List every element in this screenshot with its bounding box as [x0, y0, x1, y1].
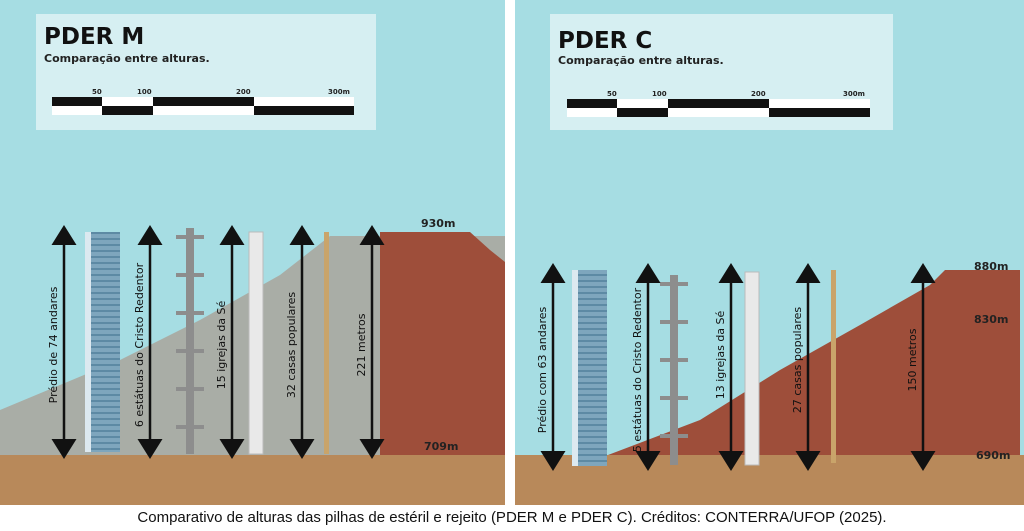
height-arrows: [51, 225, 385, 459]
altitude-base: 690m: [976, 449, 1010, 462]
svg-text:50: 50: [92, 88, 102, 96]
measure-churches: 13 igrejas da Sé: [714, 310, 727, 399]
red-pile: [380, 232, 505, 455]
figure-caption: Comparativo de alturas das pilhas de est…: [137, 509, 887, 526]
panel-subtitle: Comparação entre alturas.: [558, 54, 724, 67]
measure-houses: 32 casas populares: [285, 292, 298, 398]
altitude-top: 930m: [421, 217, 455, 230]
panel-title: PDER C: [558, 28, 652, 54]
svg-text:300m: 300m: [843, 90, 865, 98]
altitude-base: 709m: [424, 440, 458, 453]
svg-text:200: 200: [236, 88, 251, 96]
houses: [831, 270, 836, 463]
svg-text:100: 100: [652, 90, 667, 98]
building: [85, 232, 120, 452]
houses: [324, 232, 329, 454]
panel-subtitle: Comparação entre alturas.: [44, 52, 210, 65]
measure-statues: 6 estátuas do Cristo Redentor: [133, 262, 146, 427]
churches: [248, 231, 264, 455]
measure-churches: 15 igrejas da Sé: [215, 300, 228, 389]
measure-meters: 150 metros: [906, 328, 919, 391]
churches: [744, 271, 760, 466]
panel-pder-c: PDER C Comparação entre alturas. 50 100 …: [515, 0, 1024, 505]
measure-building: Prédio de 74 andares: [47, 286, 60, 403]
svg-text:300m: 300m: [328, 88, 350, 96]
altitude-top: 880m: [974, 260, 1008, 273]
svg-text:200: 200: [751, 90, 766, 98]
measure-building: Prédio com 63 andares: [536, 307, 549, 434]
height-arrows: [540, 263, 936, 471]
altitude-mid: 830m: [974, 313, 1008, 326]
measure-houses: 27 casas populares: [791, 307, 804, 413]
panel-pder-m: PDER M Comparação entre alturas. 50 100 …: [0, 0, 505, 505]
panel-title: PDER M: [44, 24, 144, 50]
svg-text:50: 50: [607, 90, 617, 98]
scale-bar: 50 100 200 300m: [52, 88, 354, 115]
measure-statues: 5 estátuas do Cristo Redentor: [631, 287, 644, 452]
scale-bar: 50 100 200 300m: [567, 90, 870, 117]
building: [572, 270, 607, 466]
cristo-statues: [660, 275, 688, 465]
svg-text:100: 100: [137, 88, 152, 96]
measure-meters: 221 metros: [355, 313, 368, 376]
cristo-statues: [176, 228, 204, 454]
ground: [0, 455, 505, 505]
